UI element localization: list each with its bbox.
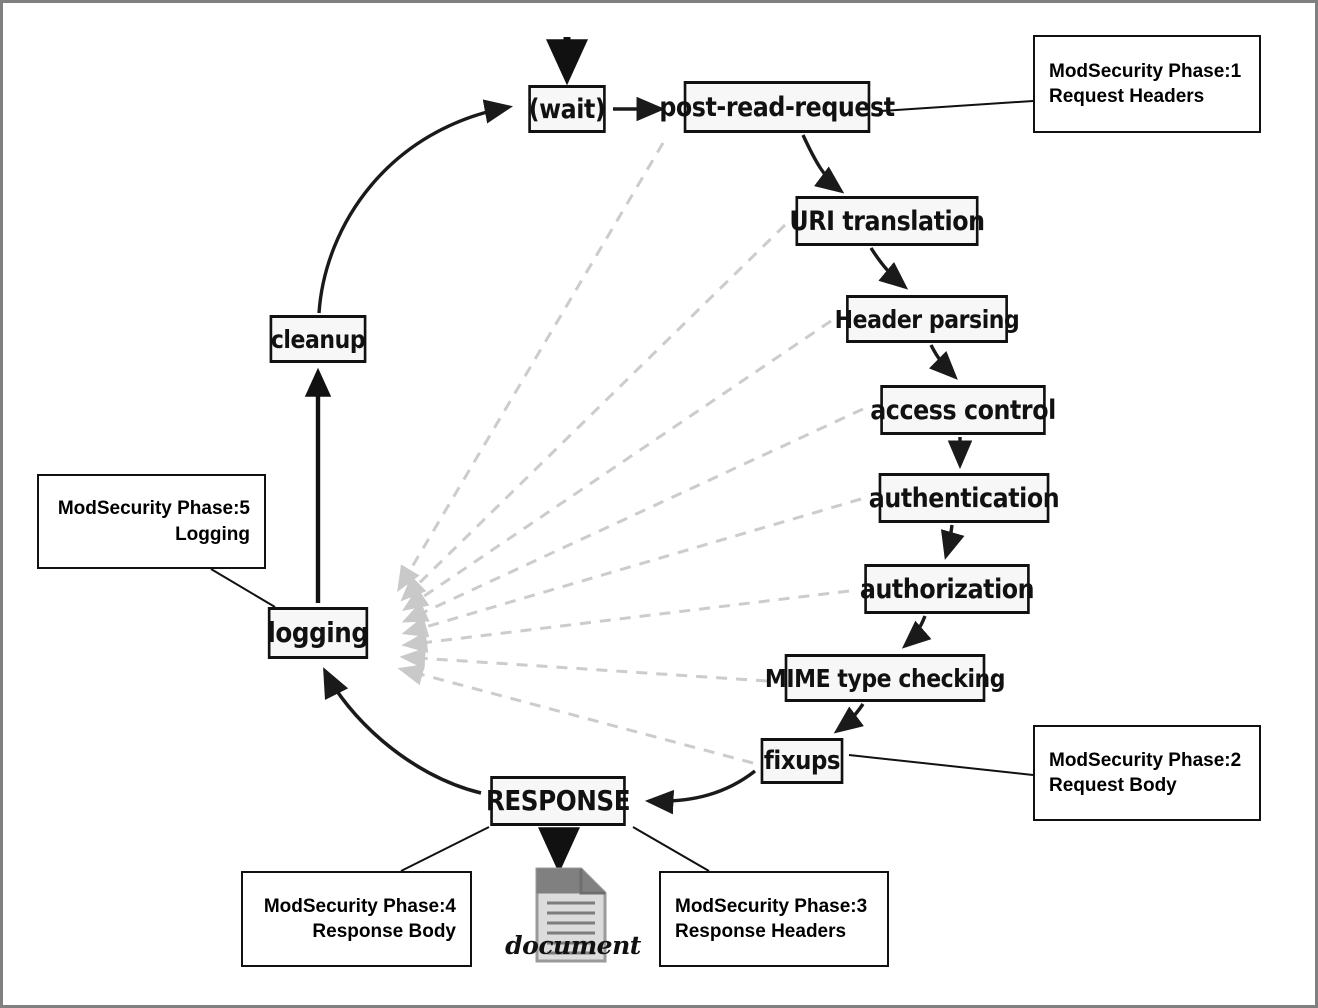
arrow-cleanup-to-wait [317, 99, 514, 314]
arrow-response-to-logging [323, 667, 482, 795]
document-caption: document [505, 931, 641, 960]
node-wait-label: (wait) [528, 93, 606, 125]
node-mime-type-checking-label: MIME type checking [764, 663, 1006, 693]
node-wait[interactable]: (wait) [528, 85, 606, 133]
note-modsecurity-phase-3: ModSecurity Phase:3 Response Headers [659, 871, 889, 967]
note-phase-3-line-1: ModSecurity Phase:3 [675, 895, 868, 917]
node-authorization-label: authorization [859, 573, 1035, 605]
node-uri-translation-label: URI translation [789, 205, 985, 237]
diagram-connectors [210, 37, 1034, 874]
arrow-mime-type-checking-to-fixups [833, 703, 865, 734]
node-cleanup-label: cleanup [270, 324, 366, 354]
arrow-authentication-to-authorization [940, 524, 965, 560]
node-logging[interactable]: logging [267, 607, 369, 659]
node-access-control[interactable]: access control [870, 385, 1056, 435]
node-header-parsing-label: Header parsing [834, 304, 1020, 334]
node-logging-label: logging [267, 616, 369, 649]
node-post-read-request[interactable]: post-read-request [659, 81, 895, 133]
note-phase-5-line-2: Logging [175, 523, 250, 545]
arrow-post-read-request-to-uri-translation [801, 134, 845, 194]
note-modsecurity-phase-2: ModSecurity Phase:2 Request Body [1033, 725, 1261, 821]
node-mime-type-checking[interactable]: MIME type checking [765, 654, 1006, 702]
note-modsecurity-phase-4: ModSecurity Phase:4 Response Body [241, 871, 472, 967]
note-phase-2-line-1: ModSecurity Phase:2 [1049, 749, 1242, 771]
note-phase-1-line-2: Request Headers [1049, 86, 1205, 107]
node-response[interactable]: RESPONSE [486, 776, 631, 826]
arrow-header-parsing-to-access-control [929, 344, 958, 380]
node-post-read-request-label: post-read-request [659, 91, 895, 123]
note-phase-4-line-1: ModSecurity Phase:4 [263, 895, 456, 917]
node-cleanup[interactable]: cleanup [269, 315, 367, 363]
node-response-label: RESPONSE [485, 784, 631, 817]
note-modsecurity-phase-1: ModSecurity Phase:1 Request Headers [1033, 35, 1261, 133]
node-access-control-label: access control [870, 394, 1056, 426]
document-icon [511, 861, 631, 979]
note-modsecurity-phase-5: ModSecurity Phase:5 Logging [37, 474, 266, 569]
arrow-fixups-to-response [644, 769, 757, 815]
note-phase-2-line-2: Request Body [1049, 775, 1177, 796]
note-phase-3-line-2: Response Headers [675, 921, 847, 942]
node-header-parsing[interactable]: Header parsing [835, 295, 1020, 343]
dashed-logging-lines [397, 142, 864, 765]
node-authentication[interactable]: authentication [869, 473, 1060, 523]
note-leader-lines [210, 100, 1034, 872]
arrow-authorization-to-mime-type-checking [901, 615, 932, 649]
node-uri-translation[interactable]: URI translation [789, 196, 985, 246]
node-fixups-label: fixups [763, 746, 841, 776]
note-phase-4-line-2: Response Body [312, 921, 456, 942]
note-phase-5-line-1: ModSecurity Phase:5 [57, 498, 250, 520]
node-authentication-label: authentication [868, 482, 1060, 514]
node-authorization[interactable]: authorization [860, 564, 1035, 614]
note-phase-1-line-1: ModSecurity Phase:1 [1049, 60, 1242, 82]
arrow-uri-translation-to-header-parsing [869, 247, 909, 290]
node-fixups[interactable]: fixups [760, 738, 844, 784]
